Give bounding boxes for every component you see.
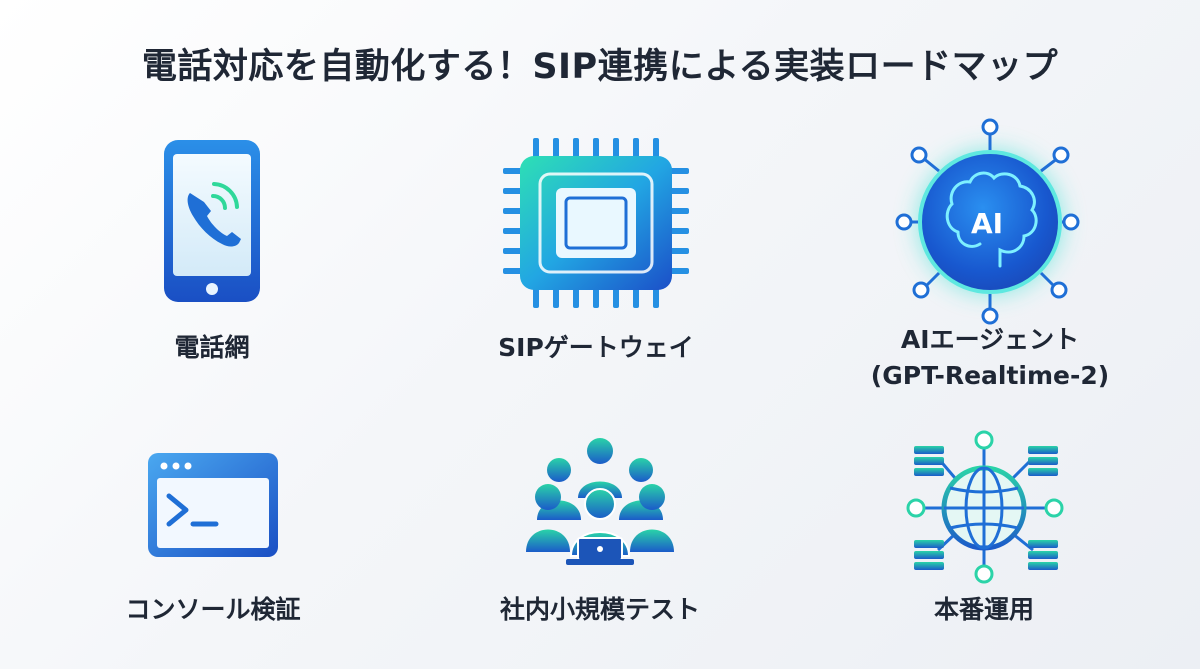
node-label-production: 本番運用: [933, 595, 1034, 624]
page-title: 電話対応を自動化する！SIP連携による実装ロードマップ: [141, 47, 1059, 87]
node-sublabel-ai-agent: (GPT-Realtime-2): [870, 361, 1110, 390]
node-label-ai-agent: AIエージェント: [900, 325, 1080, 354]
ai-icon-text: AI: [971, 207, 1003, 240]
global-network-icon: [906, 430, 1064, 584]
node-label-internal-test: 社内小規模テスト: [499, 595, 700, 624]
chip-icon: [503, 138, 689, 308]
smartphone-call-icon: [164, 140, 260, 302]
node-label-sip-gateway: SIPゲートウェイ: [498, 333, 694, 362]
ai-brain-icon: AI: [895, 118, 1080, 325]
node-label-console-verify: コンソール検証: [125, 595, 301, 624]
terminal-window-icon: [148, 453, 278, 557]
node-label-phone-network: 電話網: [174, 333, 250, 362]
team-icon: [526, 438, 674, 565]
